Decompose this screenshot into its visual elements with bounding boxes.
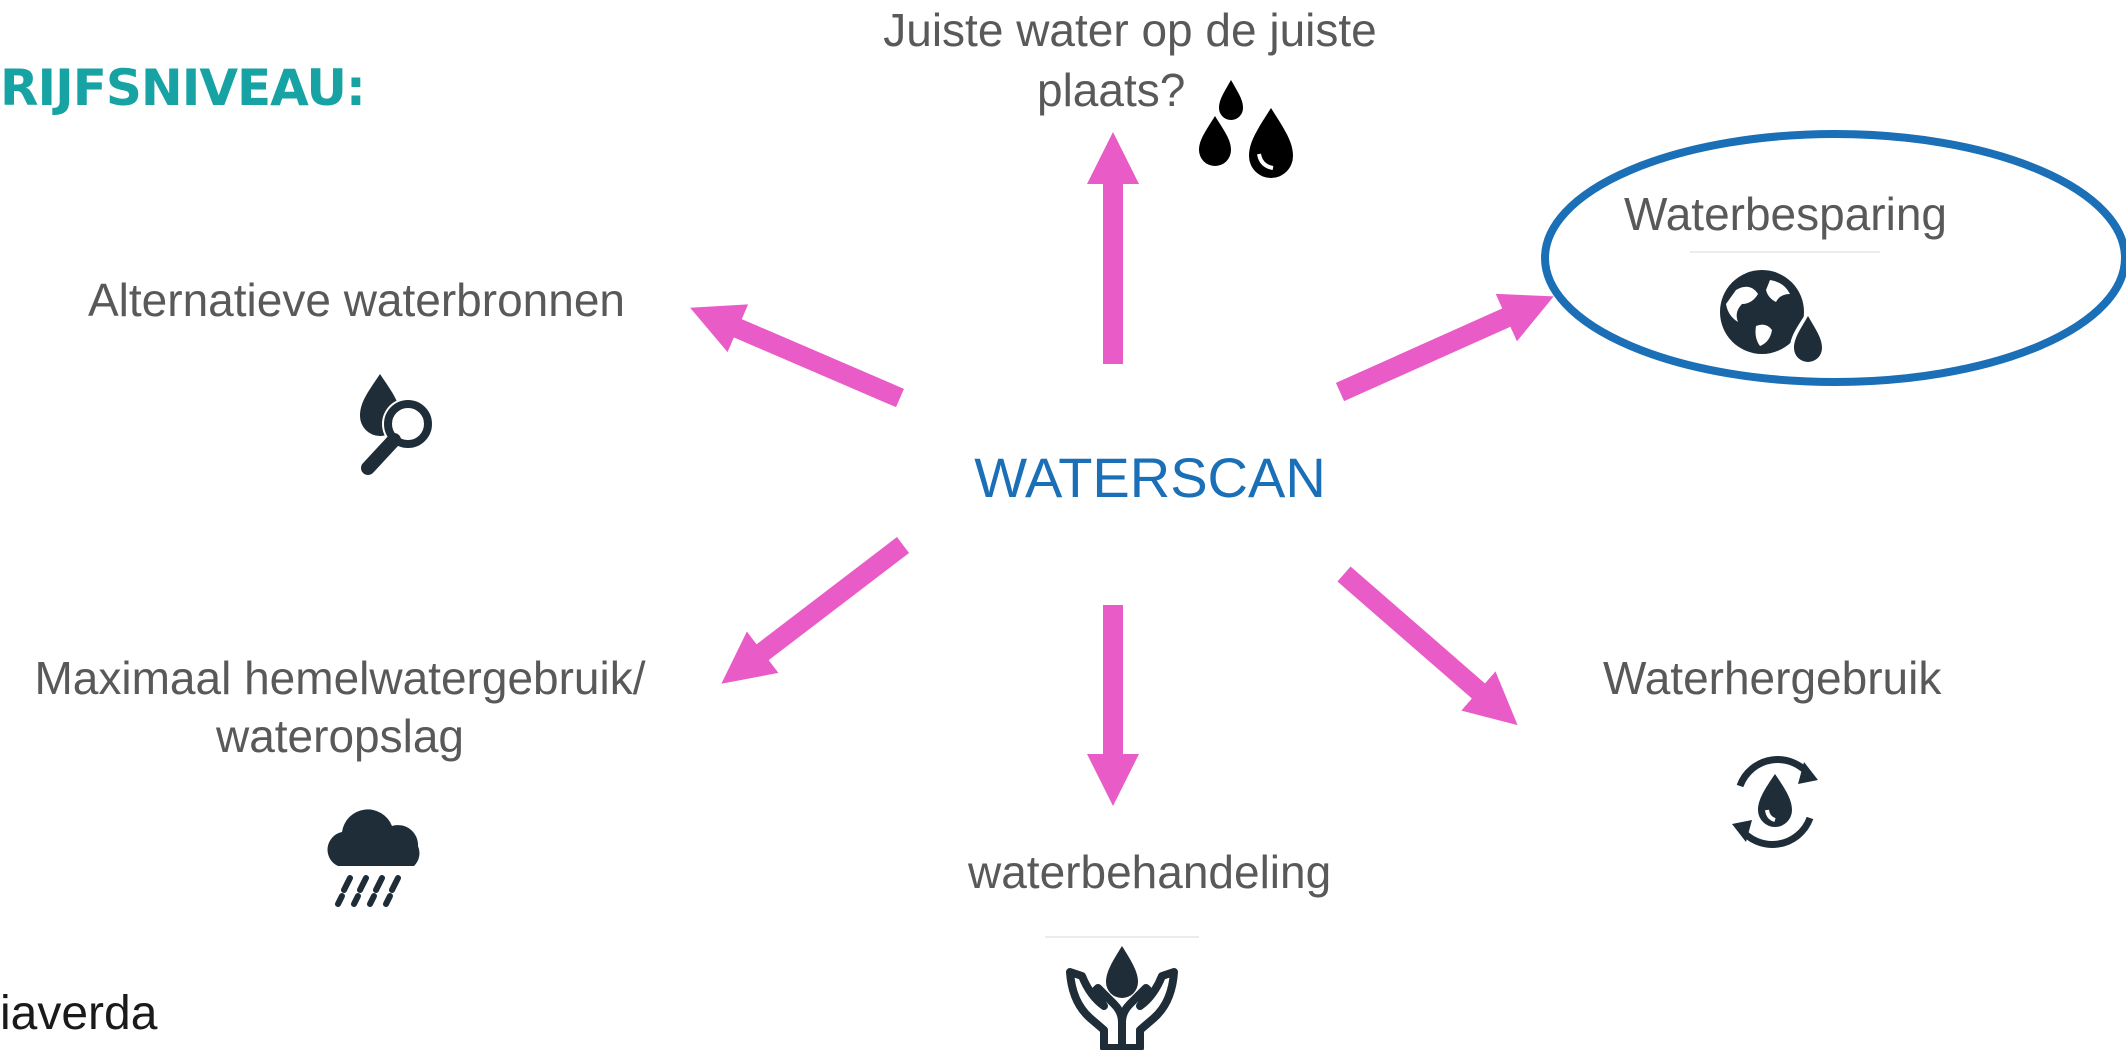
brand-logo-text: iaverda bbox=[0, 987, 158, 1040]
divider bbox=[1045, 936, 1199, 938]
page-header: RIJFSNIVEAU: bbox=[0, 59, 366, 117]
node-bottom-left-label-2: wateropslag bbox=[215, 710, 465, 762]
arrow-up-left bbox=[690, 304, 904, 408]
node-bottom-right-label: Waterhergebruik bbox=[1603, 652, 1942, 704]
node-top-label-2: plaats? bbox=[1037, 64, 1186, 116]
hands-water-drop-icon bbox=[1060, 942, 1184, 1050]
globe-water-drop-icon bbox=[1712, 260, 1832, 372]
node-bottom-label: waterbehandeling bbox=[968, 846, 1332, 898]
node-left-label: Alternatieve waterbronnen bbox=[88, 274, 625, 326]
recycle-water-drop-icon bbox=[1718, 746, 1832, 858]
arrow-down-left bbox=[721, 537, 910, 684]
center-label: WATERSCAN bbox=[974, 446, 1326, 509]
arrow-down-right bbox=[1337, 566, 1518, 726]
highlight-ellipse bbox=[1541, 130, 2126, 386]
divider bbox=[1690, 251, 1880, 253]
rain-cloud-icon bbox=[318, 806, 430, 912]
node-top-label-1: Juiste water op de juiste bbox=[883, 4, 1377, 56]
node-top-right-label: Waterbesparing bbox=[1624, 188, 1948, 240]
water-drop-magnifier-icon bbox=[350, 370, 446, 480]
arrow-up-right bbox=[1335, 293, 1554, 402]
node-bottom-left-label-1: Maximaal hemelwatergebruik/ bbox=[34, 652, 646, 704]
water-drops-icon bbox=[1195, 72, 1301, 182]
